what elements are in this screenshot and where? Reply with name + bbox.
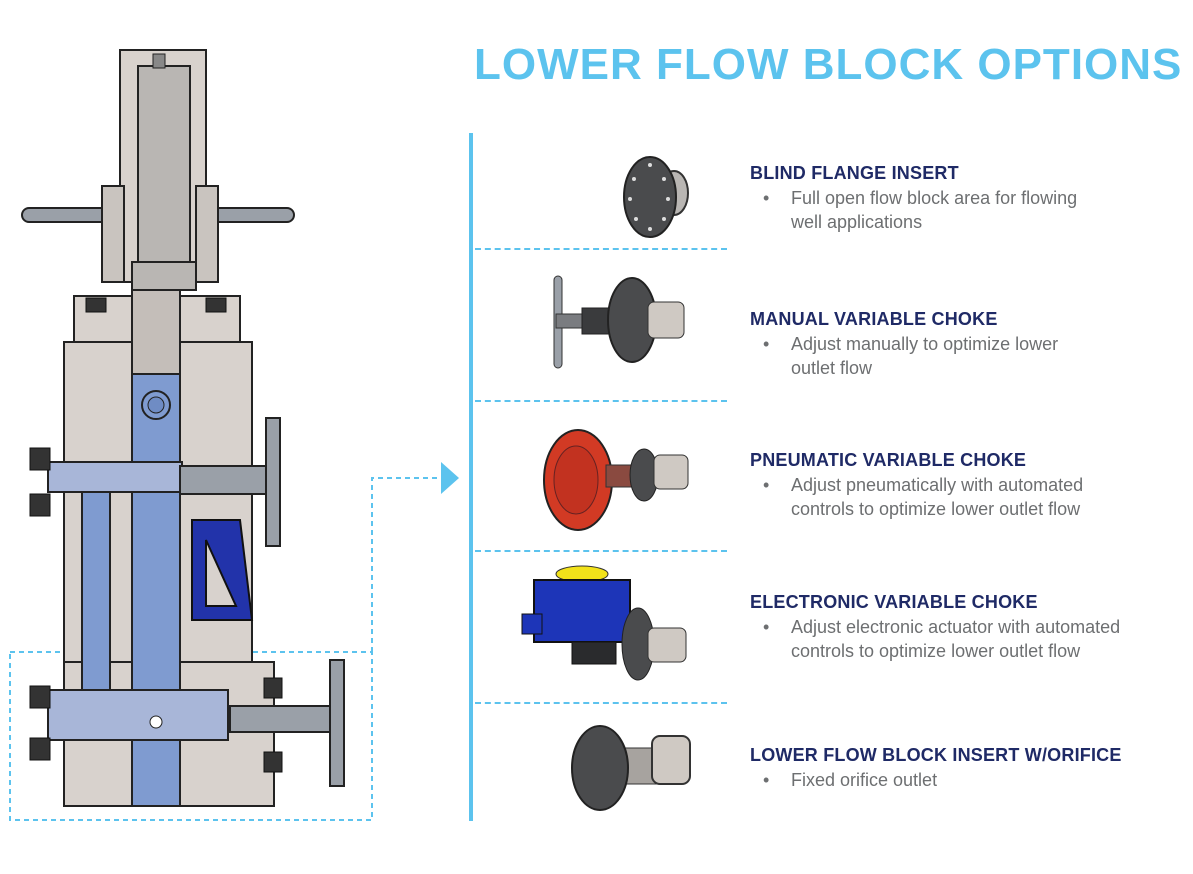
pneumatic-choke-icon — [543, 429, 689, 531]
electronic-choke-icon — [521, 565, 687, 681]
blind-flange-icon — [623, 156, 689, 238]
divider-line — [469, 133, 473, 821]
option-bullets-electronic-choke: Adjust electronic actuator with automate… — [763, 615, 1120, 663]
option-bullets-blind-flange: Full open flow block area for flowing we… — [763, 186, 1077, 234]
option-title-electronic-choke: ELECTRONIC VARIABLE CHOKE — [750, 592, 1038, 612]
page-title: LOWER FLOW BLOCK OPTIONS — [474, 40, 1183, 89]
option-bullets-pneumatic-choke: Adjust pneumatically with automated cont… — [763, 473, 1083, 521]
arrow-right-icon — [441, 462, 459, 494]
option-title-orifice-insert: LOWER FLOW BLOCK INSERT W/ORIFICE — [750, 745, 1122, 765]
option-bullet: Adjust manually to optimize lower outlet… — [763, 332, 1058, 380]
option-bullets-manual-choke: Adjust manually to optimize lower outlet… — [763, 332, 1058, 380]
option-title-blind-flange: BLIND FLANGE INSERT — [750, 163, 959, 183]
orifice-insert-icon — [571, 725, 691, 811]
option-bullets-orifice-insert: Fixed orifice outlet — [763, 768, 937, 792]
detail-connector-line — [371, 477, 440, 652]
central-bore — [131, 373, 181, 807]
separator-4 — [475, 702, 727, 704]
option-title-pneumatic-choke: PNEUMATIC VARIABLE CHOKE — [750, 450, 1027, 470]
manual-choke-icon — [553, 275, 685, 369]
separator-3 — [475, 550, 727, 552]
option-title-manual-choke: MANUAL VARIABLE CHOKE — [750, 309, 998, 329]
option-bullet: Full open flow block area for flowing we… — [763, 186, 1077, 234]
separator-1 — [475, 248, 727, 250]
option-bullet: Fixed orifice outlet — [763, 768, 937, 792]
option-bullet: Adjust pneumatically with automated cont… — [763, 473, 1083, 521]
option-bullet: Adjust electronic actuator with automate… — [763, 615, 1120, 663]
separator-2 — [475, 400, 727, 402]
valve-cross-section — [9, 49, 440, 821]
